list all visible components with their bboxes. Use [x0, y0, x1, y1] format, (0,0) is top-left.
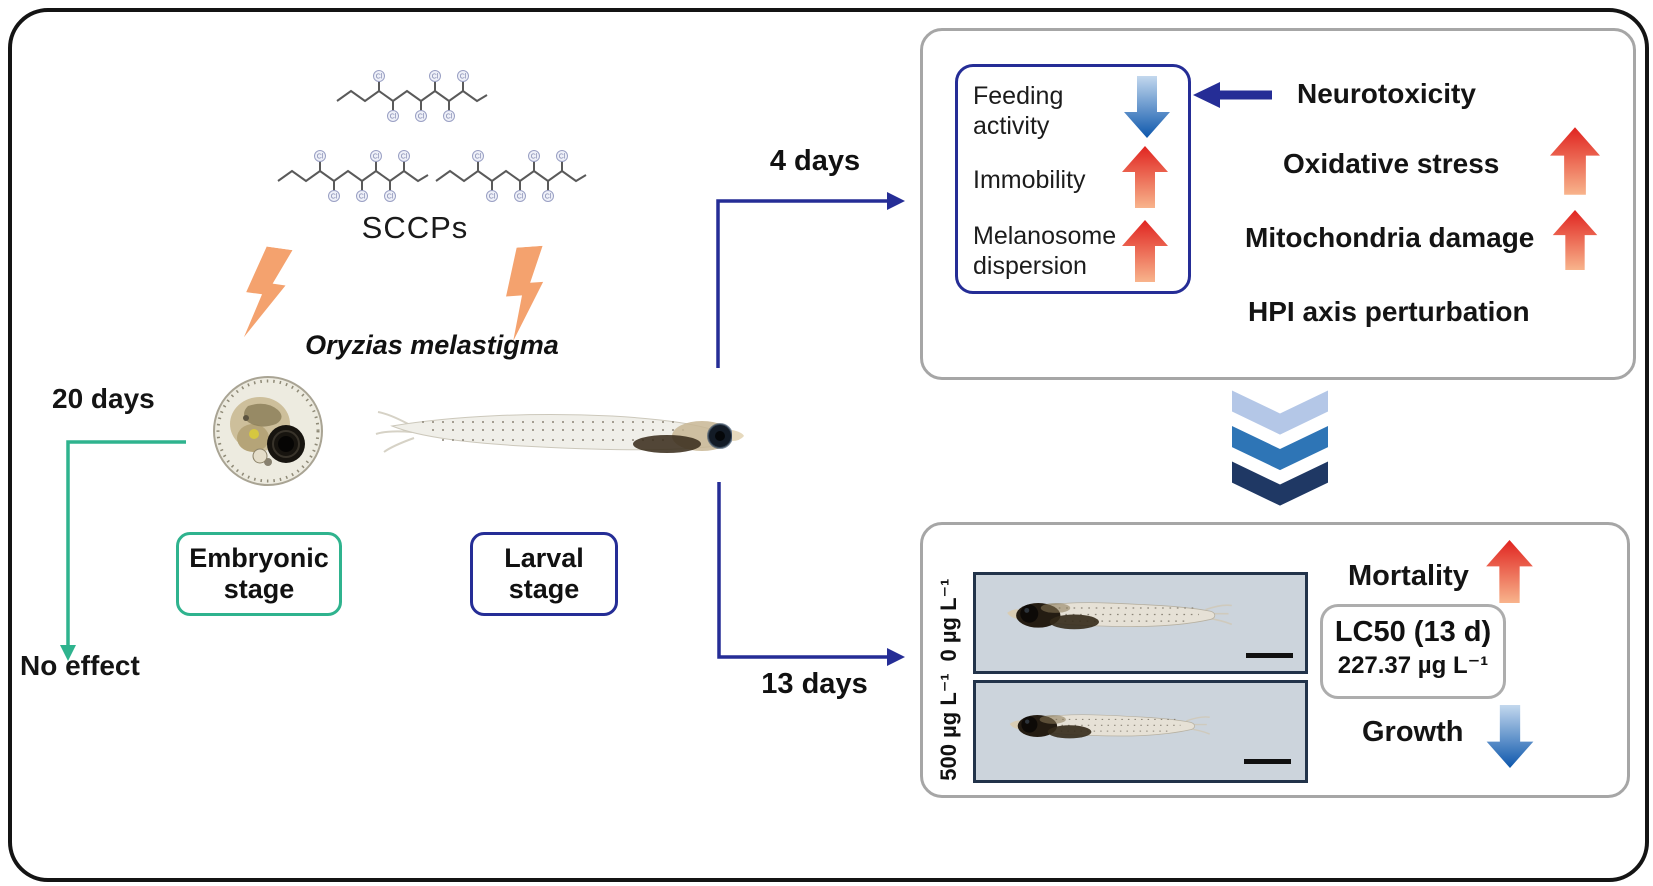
neurotoxicity-left-arrow-icon [1193, 82, 1272, 108]
chevron-down-icon [1232, 390, 1328, 506]
sccps-label: SCCPs [361, 210, 469, 245]
figure-border [8, 8, 1649, 882]
acute-duration-label: 4 days [769, 145, 861, 177]
larva-image [375, 411, 744, 453]
control-fish-panel [973, 572, 1308, 674]
mortality-label: Mortality [1348, 560, 1469, 592]
lc50-box: LC50 (13 d) 227.37 µg L⁻¹ [1320, 604, 1506, 699]
species-name: Oryzias melastigma [305, 330, 559, 360]
chronic-duration-label: 13 days [761, 668, 868, 700]
lc50-title: LC50 (13 d) [1334, 616, 1492, 648]
behavior-feeding-label: Feeding activity [973, 82, 1064, 140]
hpi-axis-label: HPI axis perturbation [1248, 296, 1530, 327]
control-fish-image [1006, 601, 1293, 658]
treated-fish-image [1008, 713, 1291, 764]
oxidative-stress-label: Oxidative stress [1283, 148, 1500, 179]
embryo-image [213, 376, 323, 486]
treated-fish-panel [973, 680, 1308, 783]
mitochondria-damage-label: Mitochondria damage [1245, 222, 1535, 253]
chronic-elbow-arrow [717, 482, 905, 666]
embryonic-stage-box: Embryonic stage [176, 532, 342, 616]
larval-stage-box: Larval stage [470, 532, 618, 616]
scale-bar [1246, 653, 1293, 658]
neurotoxicity-label: Neurotoxicity [1297, 78, 1476, 109]
lc50-value: 227.37 µg L⁻¹ [1337, 652, 1489, 679]
acute-elbow-arrow [716, 192, 905, 368]
behavior-immobility-label: Immobility [973, 166, 1086, 194]
scale-bar [1244, 759, 1291, 764]
no-effect-label: No effect [20, 650, 140, 681]
growth-label: Growth [1362, 716, 1464, 748]
embryo-duration-label: 20 days [52, 383, 155, 414]
no-effect-elbow-arrow [60, 440, 186, 661]
behavior-melanosome-label: Melanosome dispersion [973, 222, 1117, 280]
